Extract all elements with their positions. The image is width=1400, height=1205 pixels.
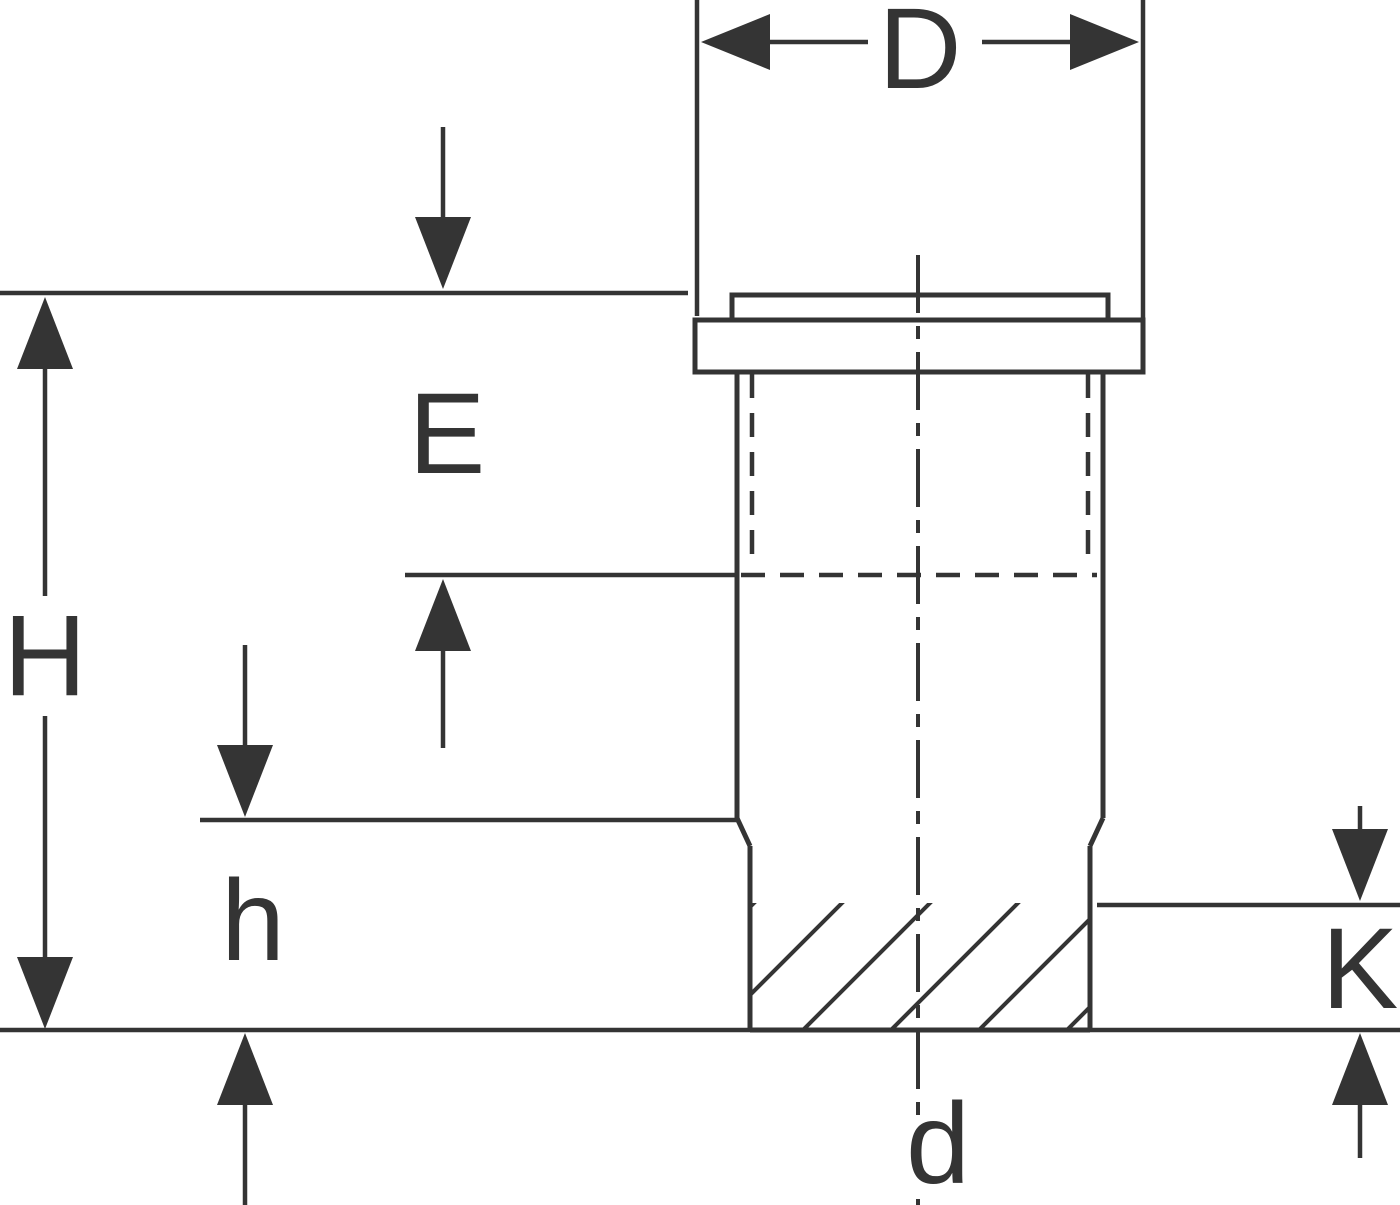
dim-label-H: H — [3, 592, 86, 720]
dimension-d: d — [898, 1072, 978, 1205]
dim-label-K: K — [1322, 905, 1399, 1033]
arrow-right-icon — [1070, 14, 1139, 70]
arrow-down-icon — [415, 217, 471, 289]
hatching — [750, 903, 1090, 1030]
arrow-up-icon — [217, 1033, 273, 1105]
fitting-flange — [692, 317, 1146, 375]
arrow-down-icon — [217, 745, 273, 817]
arrow-down-icon — [1332, 829, 1388, 901]
dim-label-E: E — [409, 370, 486, 498]
hatch-line — [976, 916, 1090, 1030]
dimension-h: h — [217, 645, 285, 1205]
dimension-H: H — [3, 297, 87, 1029]
dim-label-D: D — [878, 0, 961, 113]
dimension-E: E — [409, 127, 486, 748]
reference-lines — [0, 0, 1400, 1033]
arrow-up-icon — [415, 579, 471, 651]
hatch-line — [888, 903, 1021, 1030]
dimension-K: K — [1322, 806, 1399, 1158]
arrow-up-icon — [1332, 1033, 1388, 1105]
dim-label-d: d — [906, 1080, 970, 1205]
taper-left — [734, 816, 753, 848]
hatch-line — [750, 903, 845, 998]
dim-label-h: h — [221, 857, 285, 985]
arrow-left-icon — [701, 14, 770, 70]
arrow-up-icon — [17, 297, 73, 369]
hatch-line — [1064, 1004, 1090, 1030]
dimension-D: D — [701, 0, 1139, 113]
taper-right — [1087, 816, 1106, 848]
fitting-outline — [692, 292, 1146, 1033]
arrow-down-icon — [17, 957, 73, 1029]
socket-hidden-lines — [749, 374, 1091, 568]
hatch-line — [800, 903, 933, 1030]
